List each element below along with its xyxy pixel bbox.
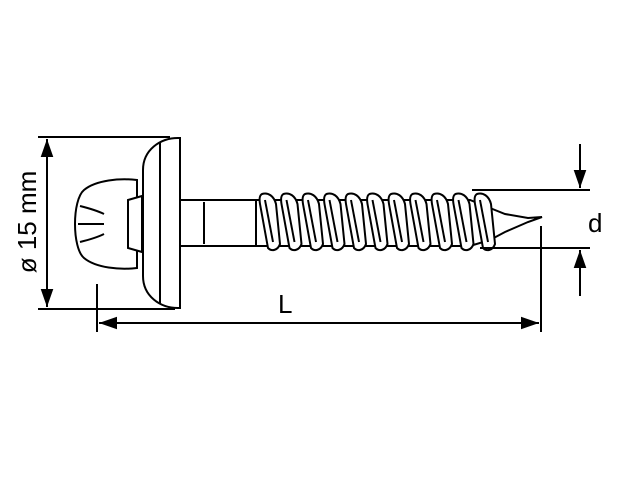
length-label: L: [278, 289, 292, 319]
thread-flight-line: [436, 199, 446, 243]
head-slot: [79, 205, 105, 243]
thread-flight-line: [479, 199, 489, 243]
thread-flight-line: [393, 199, 403, 243]
head-dome: [74, 178, 138, 270]
head-diameter-dimension: [38, 136, 175, 310]
head-neck: [127, 194, 143, 254]
thread-flight-line: [457, 199, 468, 243]
screw-head: [74, 137, 181, 309]
thread-flight-line: [414, 199, 425, 243]
screw-shank: [179, 199, 259, 247]
shank-body: [179, 199, 259, 247]
thread-diameter-dimension: [472, 144, 590, 296]
head-washer: [142, 137, 181, 309]
screw-thread: [255, 192, 543, 252]
thread-flight-line: [328, 199, 339, 243]
thread-flight-line: [371, 199, 382, 243]
thread-diameter-label: d: [588, 208, 602, 238]
thread-flights: [258, 192, 497, 252]
thread-flight-line: [307, 199, 317, 243]
thread-flight-line: [350, 199, 360, 243]
thread-flight-line: [264, 199, 274, 243]
thread-flight-line: [285, 199, 296, 243]
length-dimension: [96, 226, 542, 332]
head-diameter-label: ø 15 mm: [12, 171, 42, 274]
